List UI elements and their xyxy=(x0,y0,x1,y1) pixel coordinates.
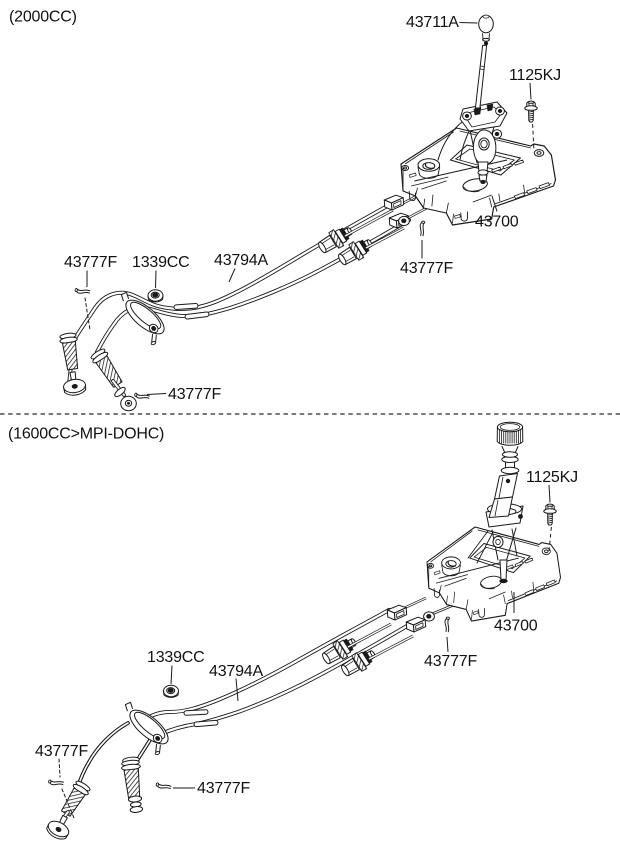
svg-text:43794A: 43794A xyxy=(209,663,263,680)
svg-text:1339CC: 1339CC xyxy=(132,254,190,271)
svg-text:43700: 43700 xyxy=(475,214,519,231)
svg-text:43700: 43700 xyxy=(494,618,538,635)
svg-text:43777F: 43777F xyxy=(168,386,221,403)
svg-text:1125KJ: 1125KJ xyxy=(509,67,561,84)
svg-text:43777F: 43777F xyxy=(400,260,453,277)
svg-text:43777F: 43777F xyxy=(35,743,88,760)
svg-text:43777F: 43777F xyxy=(424,653,477,670)
svg-text:(1600CC>MPI-DOHC): (1600CC>MPI-DOHC) xyxy=(8,426,164,443)
svg-text:43711A: 43711A xyxy=(406,14,459,31)
svg-text:(2000CC): (2000CC) xyxy=(9,9,77,26)
svg-text:43777F: 43777F xyxy=(64,254,117,271)
svg-text:1125KJ: 1125KJ xyxy=(526,469,578,486)
svg-text:43777F: 43777F xyxy=(197,780,250,797)
svg-text:43794A: 43794A xyxy=(214,252,268,269)
svg-text:1339CC: 1339CC xyxy=(147,649,205,666)
